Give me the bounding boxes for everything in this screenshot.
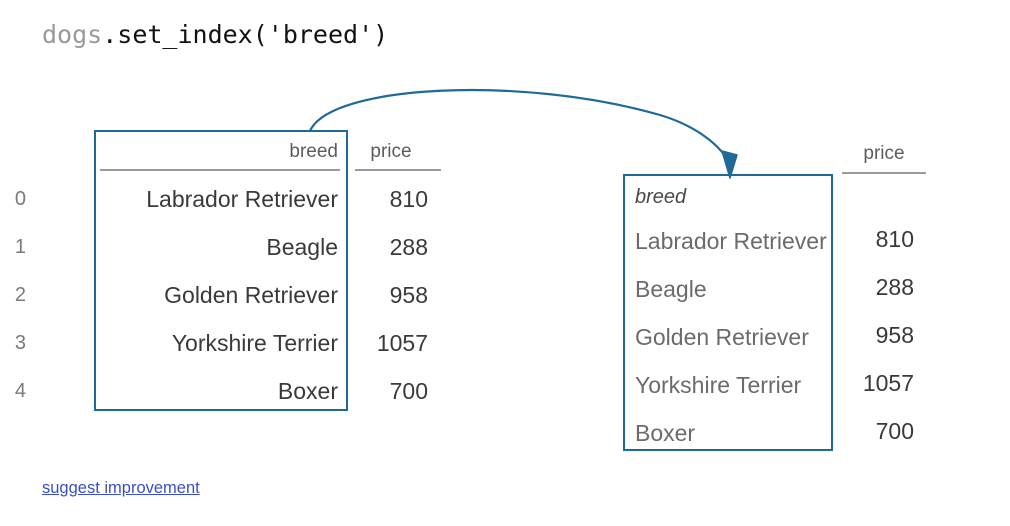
left-breed-column-highlight (94, 130, 348, 411)
left-index-cell-4: 4 (14, 380, 26, 402)
right-index-cell-4: Boxer (635, 420, 696, 446)
title-method-call: .set_index('breed') (102, 20, 389, 49)
left-cell-breed-4: Boxer (277, 378, 338, 404)
title-object-name: dogs (42, 20, 103, 49)
left-price-header-rule (355, 169, 441, 171)
right-index-cell-1: Beagle (635, 276, 707, 302)
left-cell-price-2: 958 (389, 282, 428, 308)
left-breed-header-rule (100, 169, 340, 171)
left-cell-breed-3: Yorkshire Terrier (171, 330, 338, 356)
left-cell-price-3: 1057 (376, 330, 428, 356)
left-index-cell-2: 2 (14, 284, 26, 306)
page-title: dogs.set_index('breed') (42, 20, 388, 49)
right-index-cell-0: Labrador Retriever (635, 228, 827, 254)
left-cell-breed-2: Golden Retriever (164, 282, 338, 308)
right-header-price: price (863, 143, 905, 164)
right-index-name-label: breed (635, 186, 687, 208)
right-index-column-highlight (623, 174, 833, 451)
right-index-cell-3: Yorkshire Terrier (635, 372, 802, 398)
left-cell-price-4: 700 (389, 378, 428, 404)
right-price-header-rule (842, 172, 926, 174)
left-cell-breed-0: Labrador Retriever (146, 186, 338, 212)
left-index-cell-1: 1 (14, 236, 26, 258)
left-header-price: price (370, 141, 412, 162)
left-cell-breed-1: Beagle (266, 234, 338, 260)
suggest-improvement-link[interactable]: suggest improvement (42, 479, 200, 497)
left-index-cell-3: 3 (14, 332, 26, 354)
right-cell-price-2: 958 (875, 322, 914, 348)
left-cell-price-1: 288 (389, 234, 428, 260)
right-cell-price-0: 810 (875, 226, 914, 252)
left-cell-price-0: 810 (389, 186, 428, 212)
right-cell-price-4: 700 (875, 418, 914, 444)
right-index-cell-2: Golden Retriever (635, 324, 809, 350)
right-cell-price-1: 288 (875, 274, 914, 300)
right-cell-price-3: 1057 (862, 370, 914, 396)
left-index-cell-0: 0 (14, 188, 26, 210)
